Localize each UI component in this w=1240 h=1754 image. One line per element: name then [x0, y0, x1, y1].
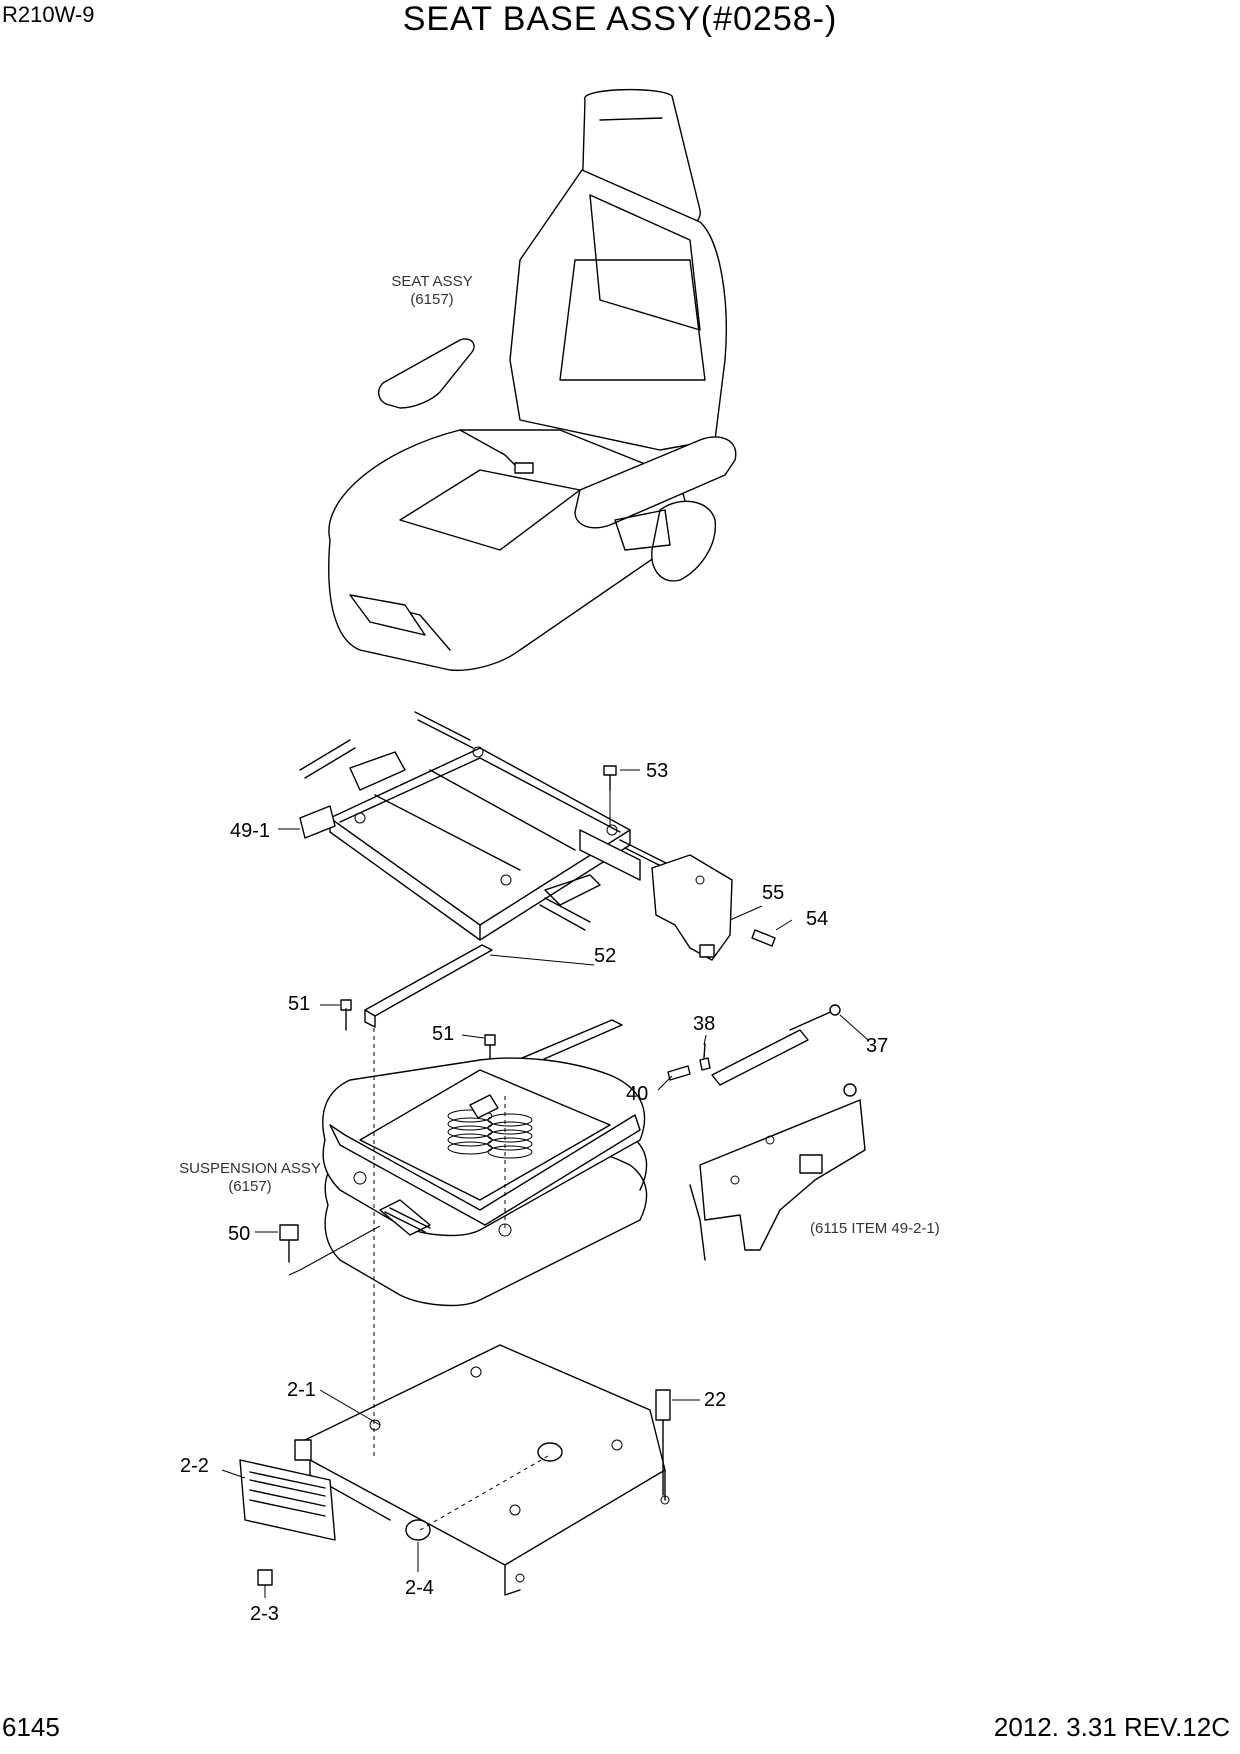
coil-springs — [447, 1109, 533, 1159]
callout-2-2: 2-2 — [180, 1455, 209, 1477]
page-title: SEAT BASE ASSY(#0258-) — [402, 0, 838, 38]
date-revision: 2012. 3.31 REV.12C — [993, 1712, 1230, 1742]
cover-2-2 — [239, 1459, 336, 1541]
callout-2-4: 2-4 — [405, 1577, 434, 1599]
callout-50: 50 — [228, 1223, 250, 1245]
callout-54: 54 — [806, 908, 828, 930]
page-number: 6145 — [2, 1712, 60, 1742]
bolt-54 — [751, 929, 776, 947]
callout-22: 22 — [704, 1389, 726, 1411]
model-code: R210W-9 — [2, 2, 95, 27]
screw-2-3 — [257, 1569, 273, 1586]
callout-51-b: 51 — [432, 1023, 454, 1045]
callout-49-1: 49-1 — [230, 820, 270, 842]
callout-55: 55 — [762, 882, 784, 904]
callout-52: 52 — [594, 945, 616, 967]
bolt-50 — [279, 1224, 299, 1241]
callout-40: 40 — [626, 1083, 648, 1105]
bolt-53 — [603, 765, 617, 776]
suspension-assy-label: SUSPENSION ASSY — [179, 1160, 321, 1177]
assembly-line-c — [419, 1455, 549, 1531]
callout-37: 37 — [866, 1035, 888, 1057]
bolt-40 — [667, 1065, 691, 1081]
suspension-assy-ref: (6157) — [228, 1178, 271, 1195]
callout-2-1: 2-1 — [287, 1379, 316, 1401]
callout-38: 38 — [693, 1013, 715, 1035]
seat-assy-ref: (6157) — [410, 291, 453, 308]
screw-51-b — [484, 1034, 496, 1046]
suspension-assy-illustration: SUSPENSION ASSY (6157) — [179, 1057, 648, 1307]
base-plate-2-1 — [294, 1344, 670, 1596]
callout-51-a: 51 — [288, 993, 310, 1015]
item-ref-note: (6115 ITEM 49-2-1) — [810, 1220, 940, 1237]
gas-spring-37 — [711, 1004, 841, 1086]
slide-rail-frame — [299, 711, 686, 941]
screw-51-a — [340, 999, 352, 1011]
grommet-2-4 — [405, 1519, 431, 1541]
bolt-22 — [655, 1389, 671, 1421]
bracket-55 — [651, 854, 733, 961]
leader-lines — [221, 769, 869, 1598]
callout-53: 53 — [646, 760, 668, 782]
callout-2-3: 2-3 — [250, 1603, 279, 1625]
seat-assy-label: SEAT ASSY — [391, 273, 472, 290]
mounting-bracket-6115: (6115 ITEM 49-2-1) — [689, 1083, 940, 1261]
seat-assy-illustration: SEAT ASSY (6157) — [328, 88, 737, 672]
pin-38 — [699, 1057, 711, 1071]
